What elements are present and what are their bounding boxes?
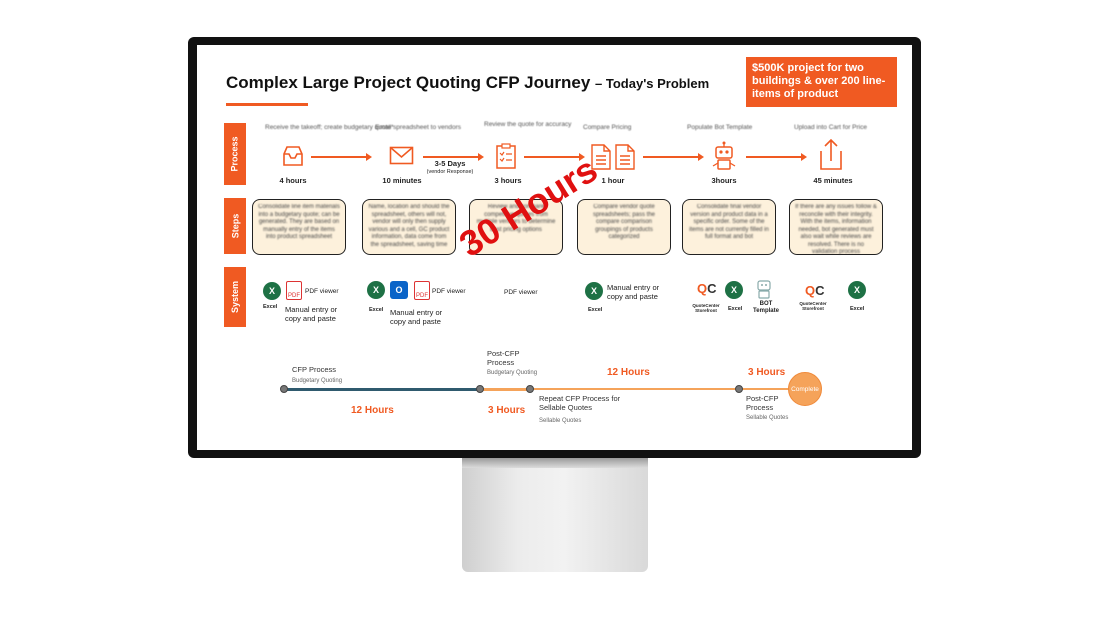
excel-label: Excel: [588, 307, 603, 313]
step-box-1: Consolidate line item materials into a b…: [252, 199, 346, 255]
project-callout: $500K project for two buildings & over 2…: [746, 57, 897, 107]
step-box-2: Name, location and should the spreadshee…: [362, 199, 456, 255]
slide-subtitle: – Today's Problem: [595, 76, 710, 91]
process-step-6-time: 45 minutes: [813, 176, 853, 185]
step-box-6: If there are any issues follow & reconci…: [789, 199, 883, 255]
process-row-label: Process: [224, 123, 246, 185]
process-arrow-3: [524, 153, 585, 160]
excel-label: Excel: [369, 307, 384, 313]
robot-icon: [712, 141, 736, 170]
manual-entry-label: Manual entry or copy and paste: [285, 305, 338, 323]
excel-icon: X: [263, 282, 281, 300]
process-step-5-time: 3hours: [711, 176, 737, 185]
process-step-3-time: 3 hours: [494, 176, 522, 185]
pdf-viewer-label: PDF viewer: [305, 288, 339, 295]
envelope-icon: [389, 146, 414, 165]
vendor-wait-note: (vendor Response): [426, 169, 474, 175]
timeline-post-cfp-2-dot: [735, 385, 743, 393]
excel-icon: X: [367, 281, 385, 299]
excel-label: Excel: [263, 304, 278, 310]
process-step-1-time: 4 hours: [279, 176, 307, 185]
timeline-post-cfp-label: Post-CFP Process: [487, 349, 520, 367]
timeline-post-cfp-2-label: Post-CFP Process: [746, 394, 779, 412]
monitor-screen: Complex Large Project Quoting CFP Journe…: [197, 45, 912, 450]
timeline-repeat-dot: [526, 385, 534, 393]
timeline-cfp-label: CFP Process: [292, 365, 337, 374]
manual-entry-label: Manual entry or copy and paste: [607, 283, 660, 301]
process-step-2-time: 10 minutes: [382, 176, 422, 185]
monitor-stand-shadow: [462, 458, 648, 468]
process-step-3-desc: Review the quote for accuracy: [484, 121, 572, 128]
process-arrow-4: [643, 153, 704, 160]
timeline-cfp-segment: [285, 388, 481, 391]
bot-template-label: BOT Template: [753, 301, 779, 314]
timeline-hours-3a: 3 Hours: [488, 405, 526, 416]
pdf-viewer-label: PDF viewer: [504, 289, 538, 296]
slide-title: Complex Large Project Quoting CFP Journe…: [226, 73, 709, 93]
timeline-post-cfp-dot: [476, 385, 484, 393]
vendor-wait-days: 3-5 Days: [434, 159, 466, 168]
timeline-complete-badge: Complete: [788, 372, 822, 406]
timeline-repeat-label: Repeat CFP Process for Sellable Quotes: [539, 394, 621, 412]
process-arrow-2: [423, 153, 484, 160]
step-box-3: Review and compare competitive quotes fr…: [469, 199, 563, 255]
process-step-6-desc: Upload into Cart for Price: [794, 124, 867, 131]
timeline-budgetary-label-2: Budgetary Quoting: [487, 370, 538, 376]
steps-row-label: Steps: [224, 198, 246, 254]
documents-icon: [591, 144, 635, 170]
manual-entry-label: Manual entry or copy and paste: [390, 308, 443, 326]
process-arrow-5: [746, 153, 807, 160]
excel-icon: X: [848, 281, 866, 299]
excel-label: Excel: [728, 306, 743, 312]
quotecenter-icon: QC: [697, 281, 717, 296]
monitor-stand: [462, 458, 648, 572]
pdf-icon: PDF: [286, 281, 302, 300]
timeline-repeat-segment: [531, 388, 807, 390]
process-step-1-desc: Receive the takeoff; create budgetary qu…: [265, 124, 394, 131]
quotecenter-label: QuoteCenter Storefront: [799, 301, 827, 311]
process-step-5-desc: Populate Bot Template: [687, 124, 753, 131]
timeline-sellable-label-2: Sellable Quotes: [746, 415, 789, 421]
pdf-viewer-label: PDF viewer: [432, 288, 466, 295]
process-step-4-desc: Compare Pricing: [583, 124, 632, 131]
timeline-sellable-label: Sellable Quotes: [539, 418, 582, 424]
inbox-tray-icon: [283, 146, 303, 166]
process-arrow-1: [311, 153, 372, 160]
timeline-post-cfp-segment: [481, 388, 531, 391]
step-box-4: Compare vendor quote spreadsheets; pass …: [577, 199, 671, 255]
excel-icon: X: [585, 282, 603, 300]
timeline-hours-12b: 12 Hours: [607, 367, 650, 378]
process-step-4-time: 1 hour: [601, 176, 625, 185]
slide-title-text: Complex Large Project Quoting CFP Journe…: [226, 73, 591, 92]
step-box-5: Consolidate final vendor version and pro…: [682, 199, 776, 255]
outlook-icon: O: [390, 281, 408, 299]
excel-icon: X: [725, 281, 743, 299]
checklist-icon: [496, 143, 516, 169]
pdf-icon: PDF: [414, 281, 430, 300]
system-row-label: System: [224, 267, 246, 327]
bot-icon: [757, 280, 771, 299]
timeline-hours-3b: 3 Hours: [748, 367, 786, 378]
title-underline: [226, 103, 308, 106]
timeline-start-dot: [280, 385, 288, 393]
timeline-budgetary-label: Budgetary Quoting: [292, 378, 343, 384]
quotecenter-label: QuoteCenter Storefront: [692, 303, 720, 313]
upload-icon: [820, 138, 842, 170]
quotecenter-icon: QC: [805, 283, 825, 298]
process-step-2-desc: Email spreadsheet to vendors: [375, 124, 461, 131]
timeline-hours-12a: 12 Hours: [351, 405, 394, 416]
excel-label: Excel: [850, 306, 865, 312]
